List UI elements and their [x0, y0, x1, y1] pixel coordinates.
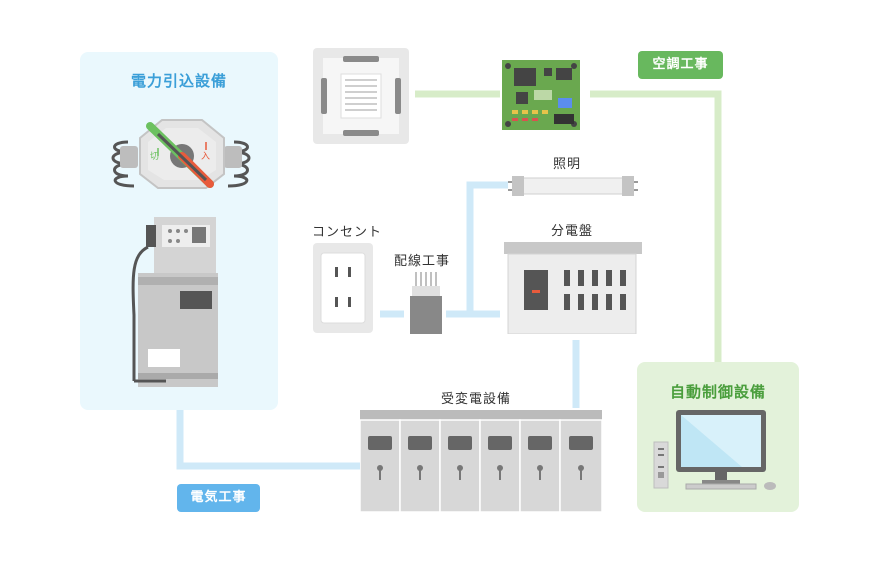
metering-cabinet-icon — [131, 217, 218, 387]
line-to-lighting — [466, 181, 508, 314]
lighting-label: 照明 — [553, 157, 582, 172]
line-controller-to-automation — [590, 90, 722, 362]
power-outlet-icon — [313, 243, 373, 333]
automatic-control-title: 自動制御設備 — [669, 383, 766, 401]
fluorescent-light-icon — [508, 176, 638, 196]
substation-label: 受変電設備 — [441, 392, 512, 407]
substation-equipment-icon — [360, 410, 602, 512]
distribution-board-label: 分電盤 — [551, 224, 594, 239]
power-switch-icon — [111, 119, 251, 189]
outlet-label: コンセント — [312, 225, 383, 240]
switch-off-label: 切 — [150, 152, 160, 162]
ceiling-air-conditioner-icon — [313, 48, 409, 144]
computer-icon — [653, 410, 776, 490]
electrical-work-badge: 電気工事 — [177, 484, 260, 512]
air-conditioning-work-badge: 空調工事 — [638, 51, 723, 79]
switch-on-label: 入 — [201, 152, 211, 162]
network-connector-icon — [410, 272, 442, 334]
distribution-board-icon — [504, 242, 642, 334]
wiring-work-label: 配線工事 — [394, 254, 451, 269]
power-intake-title: 電力引込設備 — [130, 72, 227, 90]
line-left-panel-to-substation — [176, 410, 360, 470]
control-board-icon — [502, 60, 580, 130]
